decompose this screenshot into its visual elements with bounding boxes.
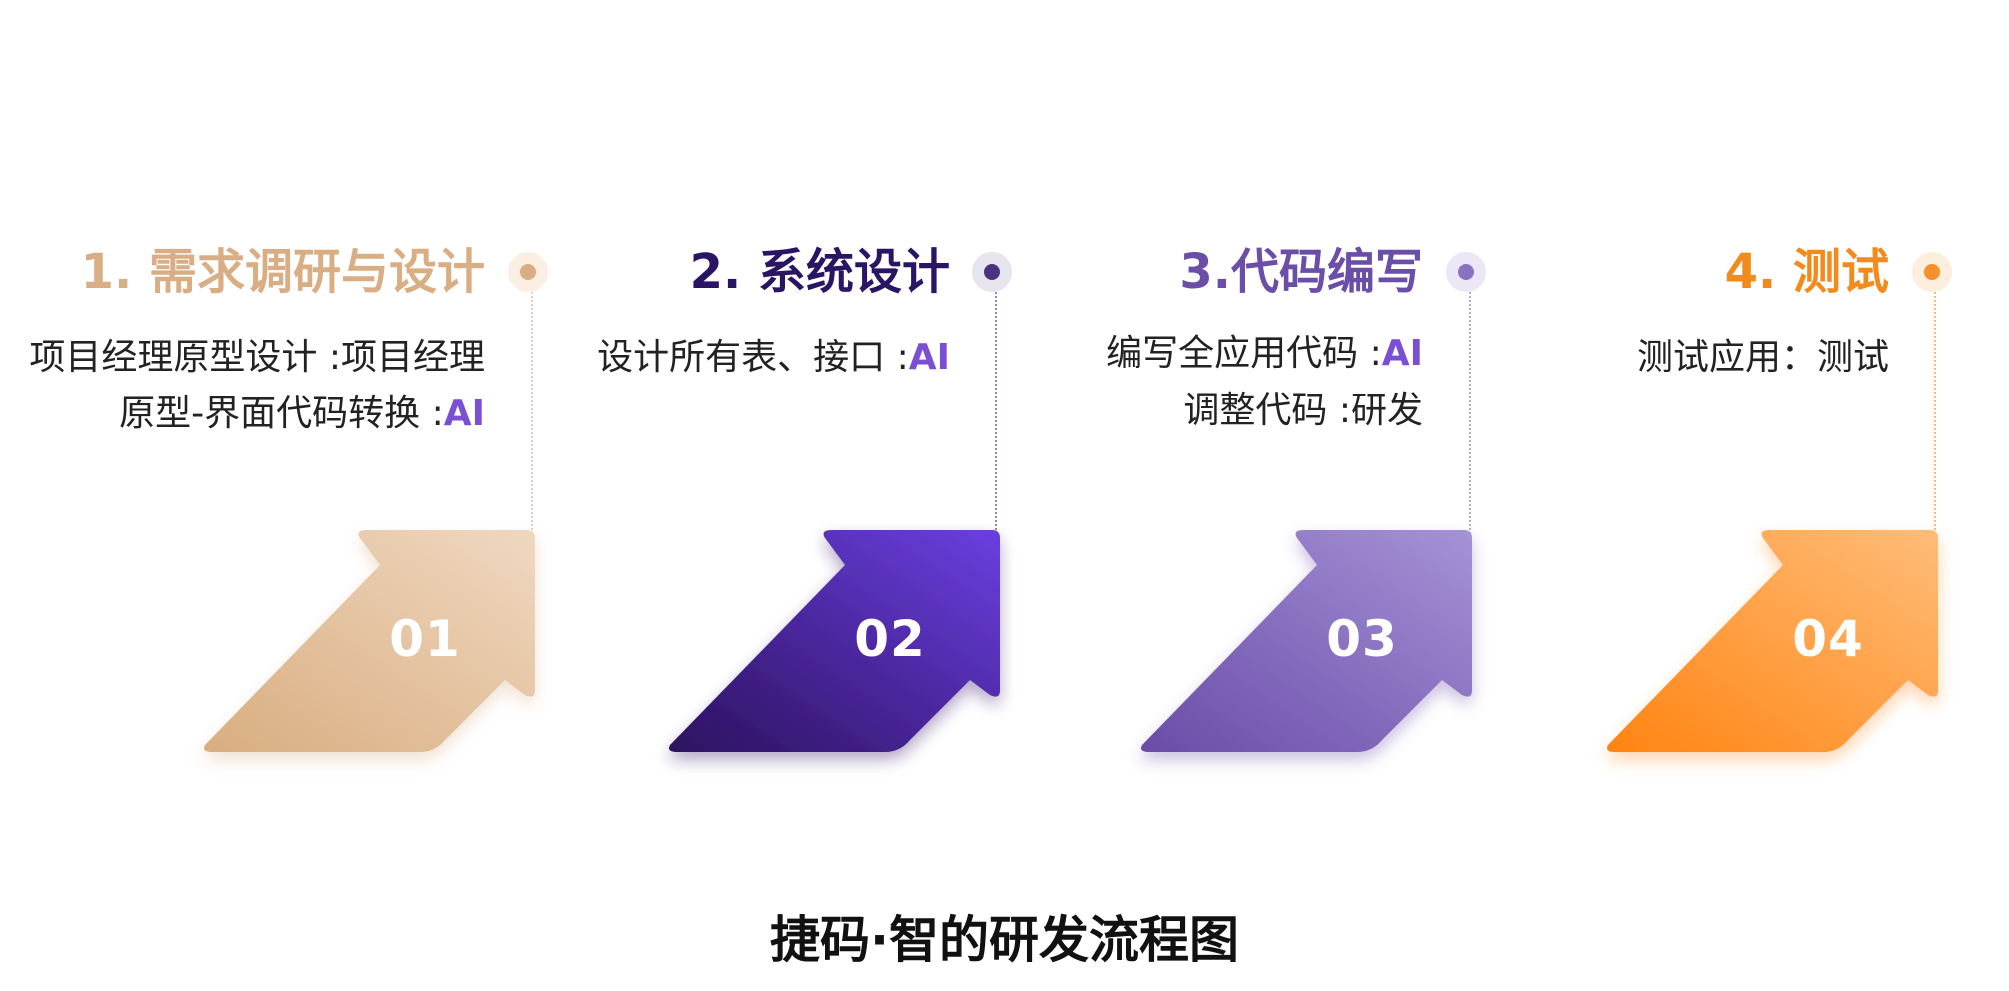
step-marker-dot bbox=[1446, 252, 1486, 292]
step-number: 03 bbox=[1326, 610, 1398, 668]
step-number: 01 bbox=[389, 610, 461, 668]
ai-role-label: AI bbox=[443, 393, 485, 434]
arrow-shape-icon bbox=[669, 530, 1000, 752]
step-description-line: 项目经理原型设计 :项目经理 bbox=[29, 334, 485, 382]
step-arrow: 02 bbox=[669, 530, 1000, 752]
step-title: 4. 测试 bbox=[1724, 244, 1889, 300]
step-description-line: 设计所有表、接口 :AI bbox=[597, 334, 950, 382]
ai-role-label: AI bbox=[1381, 333, 1423, 374]
task-text: 原型-界面代码转换 : bbox=[119, 393, 444, 434]
role-label: 测试 bbox=[1816, 337, 1889, 378]
arrow-shape-icon bbox=[1607, 530, 1938, 752]
step-marker-dot bbox=[972, 252, 1012, 292]
step-connector-line bbox=[531, 292, 533, 534]
arrow-shape-icon bbox=[1141, 530, 1472, 752]
step-description-line: 测试应用：测试 bbox=[1637, 334, 1889, 382]
step-description-line: 原型-界面代码转换 :AI bbox=[119, 390, 485, 438]
step-arrow: 04 bbox=[1607, 530, 1938, 752]
task-text: 调整代码 : bbox=[1183, 390, 1351, 431]
task-text: 测试应用： bbox=[1636, 337, 1817, 378]
step-arrow: 03 bbox=[1141, 530, 1472, 752]
step-title: 1. 需求调研与设计 bbox=[80, 244, 485, 300]
ai-role-label: AI bbox=[908, 337, 950, 378]
role-label: 项目经理 bbox=[340, 337, 485, 378]
step-connector-line bbox=[995, 292, 997, 534]
step-connector-line bbox=[1934, 292, 1936, 534]
step-connector-line bbox=[1469, 292, 1471, 534]
step-title: 3.代码编写 bbox=[1179, 244, 1423, 300]
task-text: 设计所有表、接口 : bbox=[597, 337, 909, 378]
step-title: 2. 系统设计 bbox=[689, 244, 950, 300]
arrow-shape-icon bbox=[204, 530, 535, 752]
step-number: 04 bbox=[1792, 610, 1864, 668]
step-arrow: 01 bbox=[204, 530, 535, 752]
task-text: 编写全应用代码 : bbox=[1106, 333, 1382, 374]
step-description-line: 调整代码 :研发 bbox=[1183, 387, 1423, 435]
diagram-caption: 捷码·智的研发流程图 bbox=[770, 911, 1239, 969]
role-label: 研发 bbox=[1350, 390, 1423, 431]
step-marker-dot bbox=[508, 252, 548, 292]
step-number: 02 bbox=[854, 610, 926, 668]
step-description-line: 编写全应用代码 :AI bbox=[1106, 330, 1423, 378]
task-text: 项目经理原型设计 : bbox=[29, 337, 341, 378]
step-marker-dot bbox=[1912, 252, 1952, 292]
